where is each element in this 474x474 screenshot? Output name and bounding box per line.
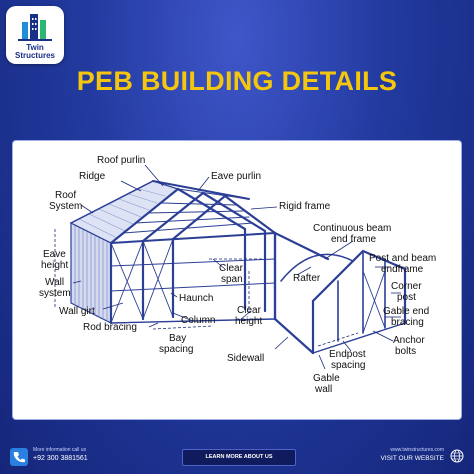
page-title: PEB BUILDING DETAILS [76, 66, 398, 96]
label-haunch: Haunch [179, 293, 213, 304]
contact-label: More information call us [33, 447, 87, 453]
diagram-panel: Roof purlin Ridge Roof System Eave purli… [12, 140, 462, 420]
label-roof-purlin: Roof purlin [97, 155, 145, 166]
label-endpost-2: spacing [331, 360, 365, 371]
label-clear-span-2: span [221, 274, 243, 285]
label-corner-post-1: Corner [391, 281, 422, 292]
label-eave-height-1: Eave [43, 249, 66, 260]
label-clear-height-2: height [235, 316, 262, 327]
label-bay-spacing-2: spacing [159, 344, 193, 355]
contact-phone[interactable]: +92 300 3881561 [33, 455, 88, 462]
label-column: Column [181, 315, 215, 326]
learn-more-button[interactable]: LEARN MORE ABOUT US [182, 449, 296, 466]
label-gable-bracing-1: Gable end [383, 306, 429, 317]
label-ridge: Ridge [79, 171, 106, 182]
label-gable-bracing-2: bracing [391, 317, 424, 328]
label-rod-bracing: Rod bracing [83, 322, 137, 333]
label-rigid-frame: Rigid frame [279, 201, 331, 212]
label-clear-height-1: Clear [237, 305, 262, 316]
visit-website-link[interactable]: VISIT OUR WEBSITE [380, 455, 444, 462]
peb-building-diagram: Roof purlin Ridge Roof System Eave purli… [39, 155, 436, 395]
footer: More information call us +92 300 3881561… [0, 440, 474, 474]
label-post-beam-1: Post and beam [369, 253, 436, 264]
brand-logo[interactable]: Twin Structures [6, 6, 64, 64]
brand-line-1: Twin [26, 43, 44, 52]
label-gable-wall-1: Gable [313, 373, 340, 384]
label-eave-height-2: height [41, 260, 68, 271]
label-anchor-bolts-2: bolts [395, 346, 416, 357]
label-wall-system-2: system [39, 288, 71, 299]
label-wall-girt: Wall girt [59, 306, 95, 317]
website-url[interactable]: www.twinstructures.com [390, 447, 444, 453]
contact-info: More information call us +92 300 3881561 [33, 447, 88, 463]
leader-lines [72, 164, 401, 370]
label-rafter: Rafter [293, 273, 321, 284]
phone-icon [10, 448, 28, 466]
label-continuous-1: Continuous beam [313, 223, 391, 234]
website-info[interactable]: www.twinstructures.com VISIT OUR WEBSITE [381, 447, 444, 463]
label-wall-system-1: Wall [45, 277, 64, 288]
building-structure [69, 180, 407, 355]
label-bay-spacing-1: Bay [169, 333, 186, 344]
label-clear-span-1: Clear [219, 263, 244, 274]
dimension-lines [54, 229, 359, 347]
label-eave-purlin: Eave purlin [211, 171, 261, 182]
globe-icon [450, 449, 464, 463]
label-gable-wall-2: wall [314, 384, 332, 395]
brand-line-2: Structures [14, 51, 55, 60]
building-logo-icon [18, 14, 52, 41]
label-endpost-1: Endpost [329, 349, 366, 360]
label-post-beam-2: endframe [381, 264, 424, 275]
label-continuous-2: end frame [331, 234, 376, 245]
part-labels: Roof purlin Ridge Roof System Eave purli… [39, 155, 436, 395]
label-corner-post-2: post [397, 292, 416, 303]
label-sidewall: Sidewall [227, 353, 264, 364]
label-roof-system-2: System [49, 201, 82, 212]
label-anchor-bolts-1: Anchor [393, 335, 425, 346]
label-roof-system-1: Roof [55, 190, 76, 201]
